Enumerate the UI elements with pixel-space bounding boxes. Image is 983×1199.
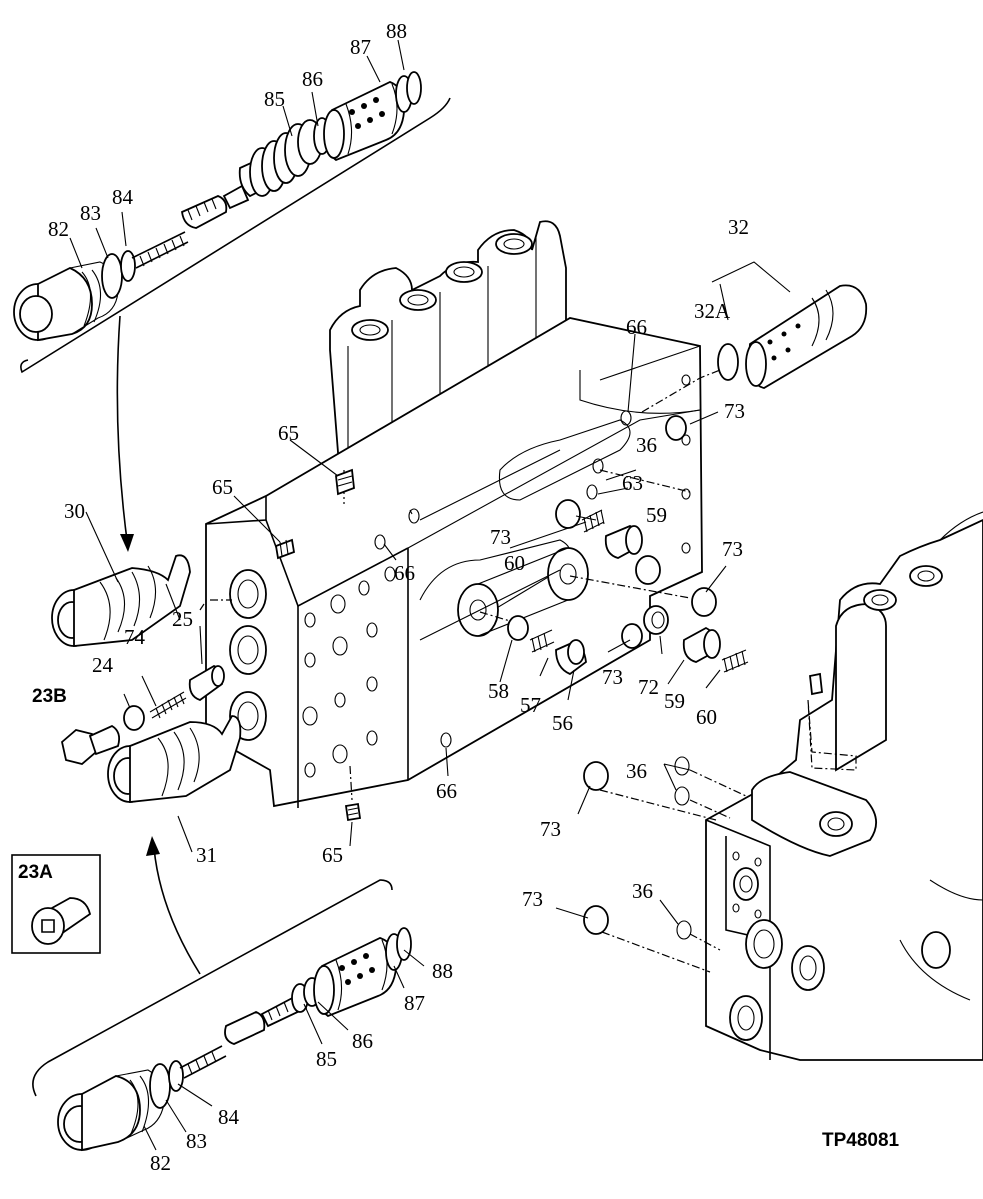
top-valve-inset [13, 39, 451, 374]
part-74-spring [149, 691, 187, 719]
part-60-spring-lower [721, 649, 749, 673]
callout-66-c: 66 [436, 779, 457, 803]
callout-73-e: 73 [540, 817, 561, 841]
part-57-spring [529, 629, 555, 653]
top-spring [249, 119, 323, 197]
callout-86-bot: 86 [352, 1029, 373, 1053]
callout-73-f: 73 [522, 887, 543, 911]
callout-82-top: 82 [48, 217, 69, 241]
callout-66-b: 66 [394, 561, 415, 585]
part-72-plug [643, 605, 669, 635]
callout-85-bot: 85 [316, 1047, 337, 1071]
callout-73-c: 73 [722, 537, 743, 561]
bottom-part-87-sleeve [313, 937, 398, 1018]
callout-65-c: 65 [322, 843, 343, 867]
callout-82-bot: 82 [150, 1151, 171, 1175]
figure-id: TP48081 [822, 1130, 900, 1151]
callout-73-b: 73 [490, 525, 511, 549]
callout-65-b: 65 [212, 475, 233, 499]
callout-32: 32 [728, 215, 749, 239]
block-leader-lines [123, 333, 727, 847]
top-inset-bracket-line [20, 97, 451, 374]
callout-57: 57 [520, 693, 541, 717]
callout-23b: 23B [32, 686, 67, 707]
part-23b-plug [61, 724, 121, 765]
block-side-cavities [419, 345, 701, 641]
callout-36-b: 36 [626, 759, 647, 783]
callout-60-a: 60 [504, 551, 525, 575]
callout-24: 24 [92, 653, 114, 677]
callout-65-a: 65 [278, 421, 299, 445]
part-23a-box [11, 854, 101, 954]
part-59-poppet-upper [604, 525, 643, 559]
callout-36-a: 36 [636, 433, 657, 457]
callout-60-b: 60 [696, 705, 717, 729]
part-60-spring-upper [581, 509, 605, 533]
callout-85-top: 85 [264, 87, 285, 111]
bottom-part-84-ring [168, 1060, 184, 1092]
callout-74: 74 [124, 625, 146, 649]
lower-right-valve-section [705, 511, 983, 1061]
lower-right-o-rings [555, 756, 747, 973]
callout-36-c: 36 [632, 879, 653, 903]
top-part-82-cap [13, 261, 119, 342]
bottom-valve-inset [32, 879, 425, 1152]
callout-87-top: 87 [350, 35, 371, 59]
callout-87-bot: 87 [404, 991, 425, 1015]
part-56-poppet [555, 639, 587, 676]
part-65-screws [274, 468, 362, 822]
part-59-poppet-lower [682, 626, 721, 663]
callout-59-b: 59 [664, 689, 685, 713]
callout-84-bot: 84 [218, 1105, 240, 1129]
top-inset-arrow [116, 315, 129, 549]
part-25-bushing [188, 665, 225, 702]
callout-83-top: 83 [80, 201, 101, 225]
callout-56: 56 [552, 711, 573, 735]
callout-73-a: 73 [724, 399, 745, 423]
top-part-88-ring-b [406, 71, 422, 105]
top-part-87-sleeve [323, 81, 406, 162]
callout-73-d: 73 [602, 665, 623, 689]
callout-23a: 23A [18, 862, 53, 883]
bottom-part-88-ring-b [396, 927, 412, 961]
callout-31: 31 [196, 843, 217, 867]
bottom-inset-arrow [153, 847, 201, 975]
callout-labels: 88 87 86 85 84 83 82 32 32A 66 73 36 63 … [18, 19, 900, 1175]
part-32-cartridge [711, 261, 868, 389]
callout-30: 30 [64, 499, 85, 523]
callout-86-top: 86 [302, 67, 323, 91]
block-bolt-holes [302, 374, 691, 778]
bottom-inset-bracket-line [32, 879, 393, 1097]
bottom-threaded-stem [179, 992, 308, 1079]
callout-63: 63 [622, 471, 643, 495]
callout-66-a: 66 [626, 315, 647, 339]
top-part-84-ring [120, 250, 136, 282]
part-31-relief-valve [107, 715, 242, 853]
top-part-83-ring [101, 253, 123, 299]
bottom-inset-arrow-head [146, 836, 160, 856]
callout-88-bot: 88 [432, 959, 453, 983]
callout-59-a: 59 [646, 503, 667, 527]
callout-32a: 32A [694, 299, 731, 323]
part-24-o-ring [123, 705, 145, 731]
callout-83-bot: 83 [186, 1129, 207, 1153]
top-inset-arrow-head [120, 534, 134, 552]
callout-88-top: 88 [386, 19, 407, 43]
bottom-part-82-cap [57, 1069, 165, 1152]
callout-58: 58 [488, 679, 509, 703]
callout-72: 72 [638, 675, 659, 699]
part-30-relief-valve [51, 511, 191, 647]
block-front-ports [229, 569, 267, 741]
callout-25: 25 [172, 607, 193, 631]
callout-84-top: 84 [112, 185, 134, 209]
main-valve-block [199, 220, 721, 808]
